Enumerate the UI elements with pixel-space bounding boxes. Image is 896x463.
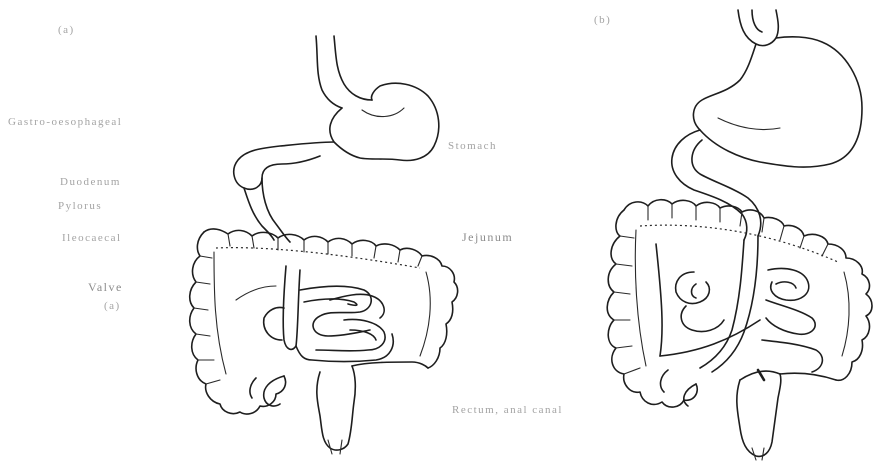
right-oesophagus [738, 10, 778, 46]
right-stomach [693, 37, 862, 167]
right-small-intestine [700, 240, 744, 368]
right-rectum [737, 374, 781, 456]
left-rectum [317, 366, 355, 450]
left-stomach [330, 83, 439, 160]
left-diagram [190, 36, 458, 454]
right-diagram [607, 10, 872, 460]
left-duodenum [234, 142, 334, 189]
right-duodenum [672, 130, 747, 240]
left-small-intestine [283, 266, 300, 349]
